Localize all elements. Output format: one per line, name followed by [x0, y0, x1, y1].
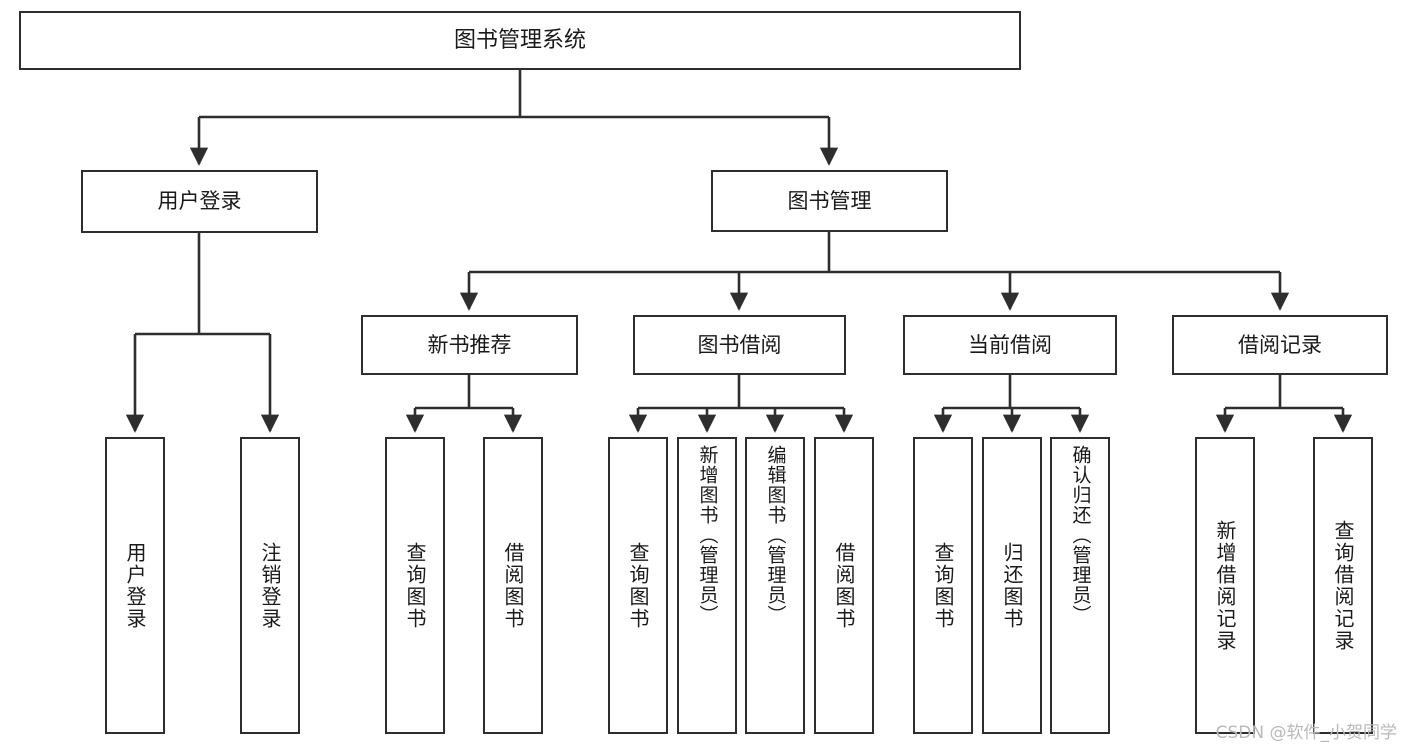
node-leaf-query-book-current[interactable]: 查询图书 — [913, 437, 973, 734]
node-leaf-query-borrow-record[interactable]: 查询借阅记录 — [1313, 437, 1373, 734]
node-user-login[interactable]: 用户登录 — [81, 170, 318, 233]
node-label: 借阅记录 — [1238, 332, 1322, 357]
node-root-book-management-system[interactable]: 图书管理系统 — [19, 11, 1021, 70]
node-label: 新增图书（管理员） — [696, 445, 719, 625]
node-label: 编辑图书（管理员） — [764, 445, 787, 625]
node-label: 查询图书 — [403, 541, 427, 630]
node-book-borrowing[interactable]: 图书借阅 — [633, 315, 846, 375]
node-current-borrowing[interactable]: 当前借阅 — [903, 315, 1117, 375]
node-label: 当前借阅 — [968, 332, 1052, 357]
node-leaf-confirm-return-admin[interactable]: 确认归还（管理员） — [1050, 437, 1110, 734]
node-label: 图书借阅 — [697, 332, 782, 357]
node-leaf-logout[interactable]: 注销登录 — [240, 437, 300, 734]
node-label: 新书推荐 — [427, 332, 512, 357]
node-book-management[interactable]: 图书管理 — [711, 170, 948, 232]
node-leaf-add-borrow-record[interactable]: 新增借阅记录 — [1195, 437, 1255, 734]
node-label: 新增借阅记录 — [1213, 519, 1237, 652]
node-leaf-return-book[interactable]: 归还图书 — [982, 437, 1042, 734]
node-leaf-borrow-book[interactable]: 借阅图书 — [814, 437, 874, 734]
node-new-book-recommendation[interactable]: 新书推荐 — [361, 315, 578, 375]
node-leaf-query-book-borrow[interactable]: 查询图书 — [608, 437, 668, 734]
node-label: 借阅图书 — [501, 541, 525, 630]
node-leaf-add-book-admin[interactable]: 新增图书（管理员） — [677, 437, 737, 734]
node-label: 查询借阅记录 — [1331, 519, 1355, 652]
node-leaf-borrow-book-new[interactable]: 借阅图书 — [483, 437, 543, 734]
node-label: 查询图书 — [931, 541, 955, 630]
node-label: 查询图书 — [626, 541, 650, 630]
node-borrowing-record[interactable]: 借阅记录 — [1172, 315, 1388, 375]
node-label: 用户登录 — [157, 189, 242, 214]
node-label: 确认归还（管理员） — [1069, 445, 1092, 625]
node-label: 图书管理系统 — [453, 27, 586, 53]
node-leaf-edit-book-admin[interactable]: 编辑图书（管理员） — [745, 437, 805, 734]
node-label: 借阅图书 — [832, 541, 856, 630]
node-label: 用户登录 — [123, 541, 147, 630]
node-label: 注销登录 — [258, 541, 282, 630]
node-leaf-query-book-new[interactable]: 查询图书 — [385, 437, 445, 734]
node-leaf-user-login[interactable]: 用户登录 — [105, 437, 165, 734]
node-label: 归还图书 — [1000, 541, 1024, 630]
node-label: 图书管理 — [787, 188, 872, 213]
